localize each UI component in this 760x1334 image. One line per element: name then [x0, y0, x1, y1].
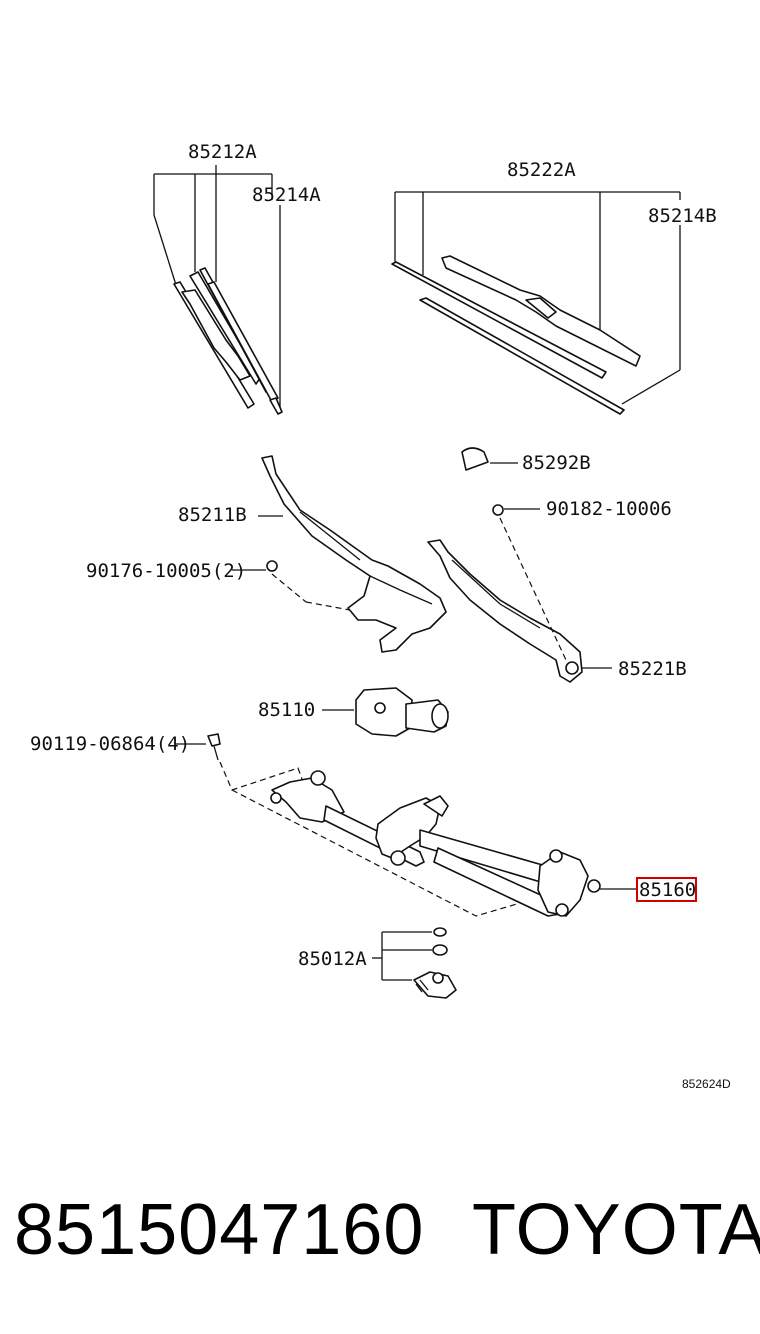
right-wiper-arm — [427, 504, 612, 683]
footer: 8515047160 TOYOTA — [0, 1180, 760, 1290]
callout-85012a[interactable]: 85012A — [298, 948, 367, 970]
callout-85222a[interactable]: 85222A — [507, 159, 576, 181]
callout-85292b[interactable]: 85292B — [522, 452, 591, 474]
parts-diagram: 85212A 85214A 85222A 85214B 85292B 85211… — [30, 141, 731, 1091]
part-number: 8515047160 — [14, 1190, 425, 1270]
wiper-motor — [322, 687, 449, 737]
callout-85160[interactable]: 85160 — [639, 879, 696, 901]
wiper-cap — [461, 447, 518, 471]
left-wiper-blade — [153, 165, 283, 415]
highlight-box — [636, 877, 697, 902]
pivot-kit — [372, 927, 457, 999]
brand-name: TOYOTA — [472, 1190, 760, 1270]
callout-85110[interactable]: 85110 — [258, 699, 315, 721]
right-wiper-blade — [391, 191, 681, 415]
callout-90182-10006[interactable]: 90182-10006 — [546, 498, 672, 520]
callout-85211b[interactable]: 85211B — [178, 504, 247, 526]
left-wiper-arm — [232, 455, 447, 653]
diagram-code: 852624D — [682, 1077, 731, 1091]
callout-85221b[interactable]: 85221B — [618, 658, 687, 680]
callout-85212a[interactable]: 85212A — [188, 141, 257, 163]
callout-90119-06864[interactable]: 90119-06864(4) — [30, 733, 190, 755]
callout-85214b[interactable]: 85214B — [648, 205, 717, 227]
callout-85214a[interactable]: 85214A — [252, 184, 321, 206]
callout-90176-10005[interactable]: 90176-10005(2) — [86, 560, 246, 582]
wiper-linkage — [176, 733, 636, 917]
